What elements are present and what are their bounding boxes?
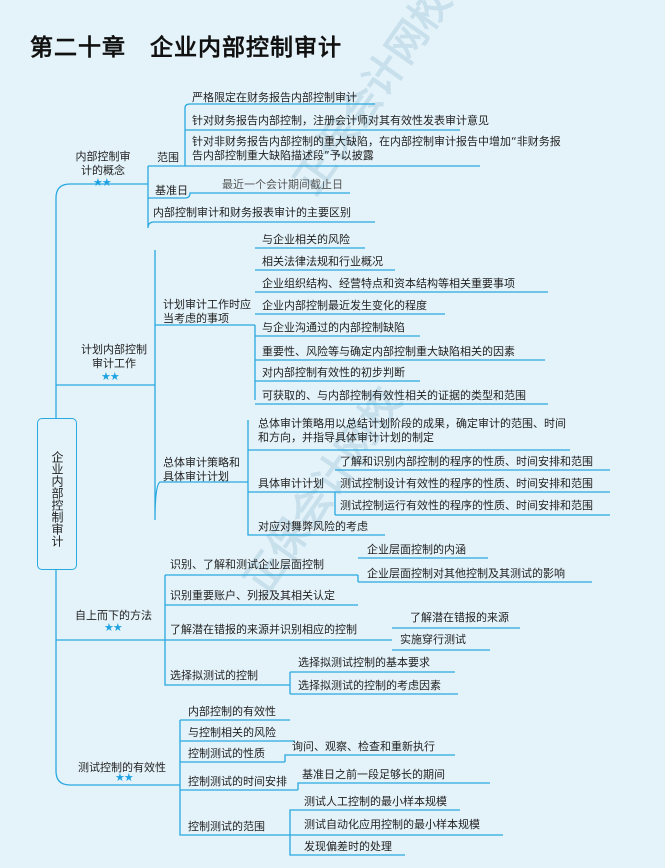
leaf: 了解和识别内部控制的程序的性质、时间安排和范围: [340, 455, 593, 468]
node-planning-matters: 计划审计工作时应当考虑的事项: [163, 298, 251, 325]
leaf: 针对非财务报告内部控制的重大缺陷，在内部控制审计报告中增加“非财务报告内部控制重…: [192, 135, 561, 162]
leaf: 重要性、风险等与确定内部控制重大缺陷相关的因素: [262, 345, 515, 358]
leaf: 对应对舞弊风险的考虑: [258, 520, 368, 533]
importance-stars: ★★: [115, 771, 134, 784]
node: 了解潜在错报的来源并识别相应的控制: [170, 623, 357, 636]
leaf: 选择拟测试控制的基本要求: [298, 656, 430, 669]
node: 控制测试的时间安排: [188, 775, 287, 788]
leaf: 对内部控制有效性的初步判断: [262, 366, 405, 379]
root-node: 企业内部控制审计: [37, 418, 77, 570]
leaf: 基准日之前一段足够长的期间: [302, 768, 445, 781]
branch-top-down: 自上而下的方法: [75, 609, 152, 622]
leaf: 总体审计策略用以总结计划阶段的成果，确定审计的范围、时间和方向，并指导具体审计计…: [258, 417, 566, 444]
leaf: 测试人工控制的最小样本规模: [304, 795, 447, 808]
leaf: 可获取的、与内部控制有效性相关的证据的类型和范围: [262, 389, 526, 402]
node: 内部控制的有效性: [188, 705, 276, 718]
leaf: 与企业相关的风险: [262, 233, 350, 246]
leaf: 选择拟测试的控制的考虑因素: [298, 679, 441, 692]
leaf: 与企业沟通过的内部控制缺陷: [262, 321, 405, 334]
importance-stars: ★★: [93, 176, 112, 189]
leaf: 企业层面控制对其他控制及其测试的影响: [367, 567, 565, 580]
leaf: 测试控制设计有效性的程序的性质、时间安排和范围: [340, 477, 593, 490]
node: 控制测试的性质: [188, 747, 265, 760]
node-base-date: 基准日: [155, 184, 188, 197]
node-strategy-plan: 总体审计策略和具体审计计划: [163, 456, 240, 483]
branch-testing: 测试控制的有效性: [78, 761, 166, 774]
importance-stars: ★★: [101, 370, 120, 383]
leaf: 测试控制运行有效性的程序的性质、时间安排和范围: [340, 499, 593, 512]
leaf: 企业层面控制的内涵: [367, 543, 466, 556]
branch-concept: 内部控制审计的概念: [75, 150, 131, 177]
leaf: 企业内部控制最近发生变化的程度: [262, 299, 427, 312]
node-specific-plan: 具体审计计划: [258, 477, 324, 490]
importance-stars: ★★: [104, 621, 123, 634]
leaf: 了解潜在错报的来源: [410, 611, 509, 624]
node: 识别、了解和测试企业层面控制: [170, 558, 324, 571]
leaf: 针对财务报告内部控制，注册会计师对其有效性发表审计意见: [192, 114, 489, 127]
leaf: 相关法律法规和行业概况: [262, 255, 383, 268]
leaf: 最近一个会计期间截止日: [222, 178, 343, 191]
leaf: 实施穿行测试: [400, 633, 466, 646]
leaf: 测试自动化应用控制的最小样本规模: [304, 818, 480, 831]
leaf: 严格限定在财务报告内部控制审计: [192, 91, 357, 104]
node-diff: 内部控制审计和财务报表审计的主要区别: [153, 206, 351, 219]
branch-planning: 计划内部控制审计工作: [81, 343, 147, 370]
node: 与控制相关的风险: [188, 726, 276, 739]
leaf: 发现偏差时的处理: [304, 840, 392, 853]
node-scope: 范围: [157, 151, 179, 164]
leaf: 询问、观察、检查和重新执行: [292, 740, 435, 753]
leaf: 企业组织结构、经营特点和资本结构等相关重要事项: [262, 277, 515, 290]
node: 选择拟测试的控制: [170, 669, 258, 682]
node: 识别重要账户、列报及其相关认定: [170, 589, 335, 602]
node: 控制测试的范围: [188, 820, 265, 833]
page-title: 第二十章 企业内部控制审计: [30, 35, 342, 61]
